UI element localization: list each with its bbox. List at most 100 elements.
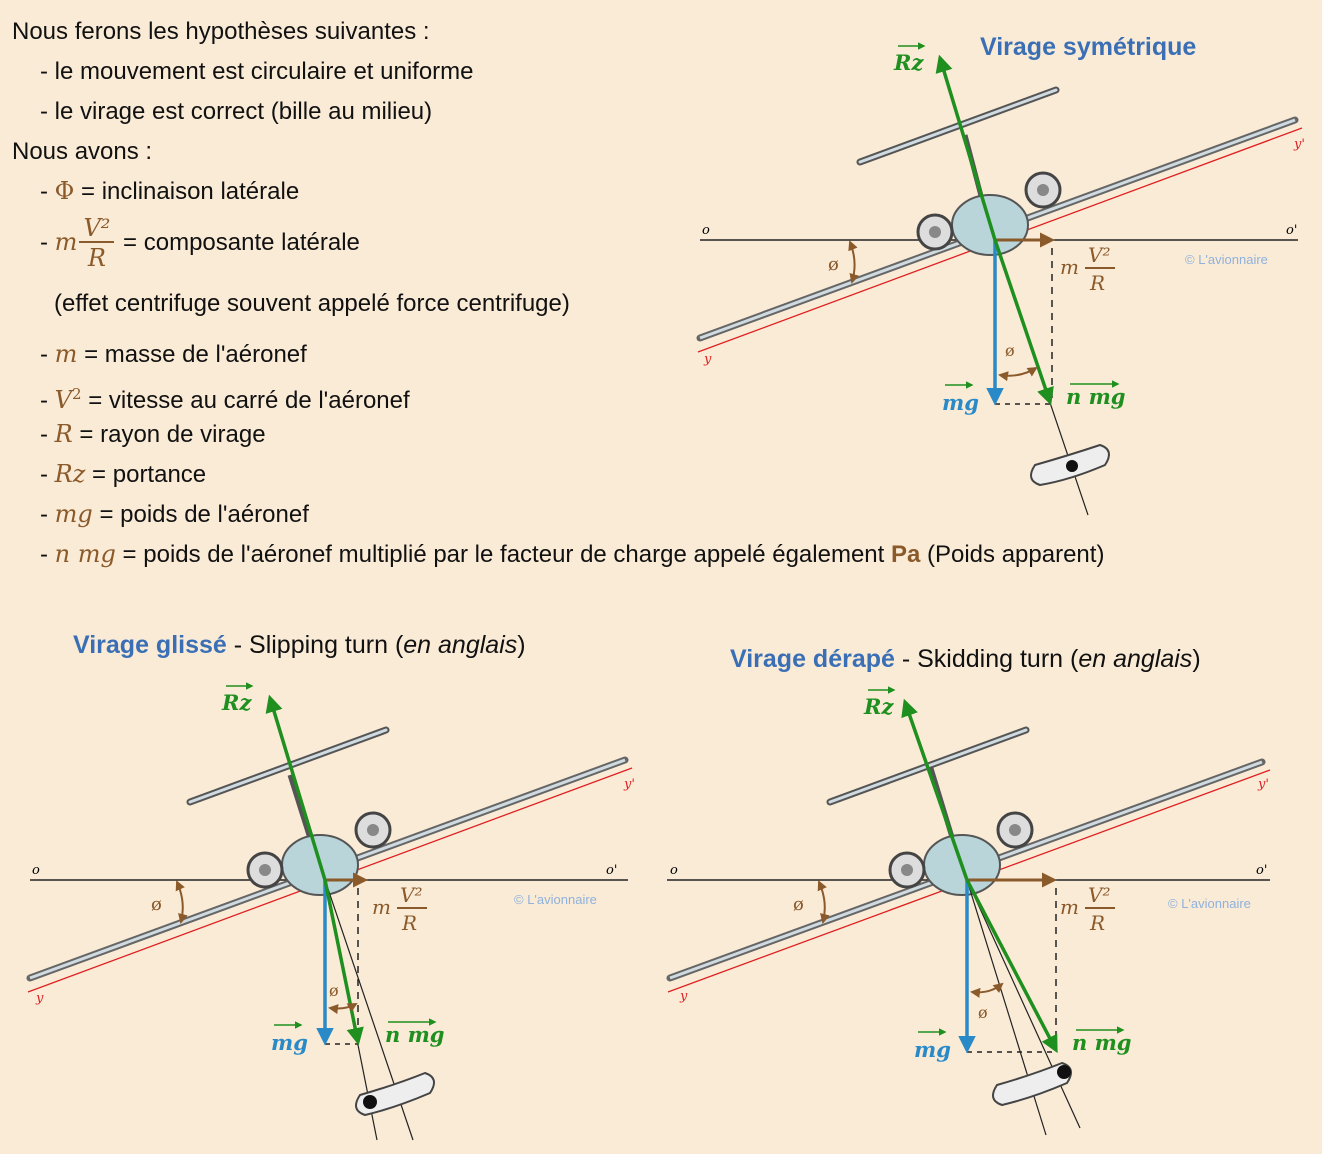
label-n-mg: n mg (1066, 384, 1125, 409)
def-speed: - V2 = vitesse au carré de l'aéronef (40, 380, 410, 415)
title-english: Skidding turn ( (917, 645, 1079, 673)
label-y-prime: y' (1257, 777, 1269, 792)
title-sep: - (226, 631, 250, 659)
intro-line2: Nous avons : (12, 138, 153, 165)
label-rz: Rz (893, 50, 924, 75)
fraction-denominator: R (87, 243, 106, 272)
label-y: y (703, 352, 712, 367)
pa-label: Pa (890, 541, 921, 568)
svg-text:ø: ø (1005, 341, 1015, 360)
label-r: R (1089, 271, 1105, 295)
def-symbol-m: m (54, 228, 78, 256)
def-text: = rayon de virage (72, 421, 266, 448)
rz-arrow (901, 698, 969, 881)
title-slipping-turn: Virage glissé - Slipping turn (en anglai… (73, 631, 526, 659)
phi-angle-arc (848, 240, 860, 284)
label-y-prime: y' (623, 777, 635, 792)
hypothesis-2: - le virage est correct (bille au milieu… (40, 98, 433, 125)
label-o-prime: o' (1256, 863, 1267, 878)
phi-angle-arc (817, 880, 830, 924)
def-text-after: (Poids apparent) (920, 541, 1105, 568)
label-n-mg: n mg (385, 1022, 444, 1047)
label-r: R (1089, 911, 1105, 935)
label-rz: Rz (221, 690, 252, 715)
def-dash: - (40, 541, 55, 568)
intro-line1: Nous ferons les hypothèses suivantes : (12, 18, 430, 45)
turn-indicator-ball (1066, 460, 1078, 472)
def-text: = vitesse au carré de l'aéronef (81, 387, 410, 414)
def-text: = inclinaison latérale (74, 178, 300, 205)
watermark: © L'avionnaire (514, 892, 597, 907)
def-symbol: V (54, 386, 73, 414)
title-english-end: ) (517, 631, 526, 659)
def-note: (effet centrifuge souvent appelé force c… (54, 290, 570, 317)
def-dash: - (40, 421, 55, 448)
rz-arrow (935, 54, 997, 241)
n-mg-arrow (965, 879, 1058, 1054)
label-mg: mg (914, 1037, 951, 1062)
label-n-mg: n mg (1072, 1030, 1131, 1055)
label-m: m (372, 895, 391, 919)
def-dash: - (40, 178, 55, 205)
turn-indicator-ball (1057, 1065, 1071, 1079)
phi-angle-arc (175, 880, 188, 924)
rz-arrow (265, 694, 327, 881)
title-english-italic: en anglais (1078, 645, 1193, 673)
title-english-italic: en anglais (403, 631, 518, 659)
title-sep: - (894, 645, 918, 673)
title-english: Slipping turn ( (249, 631, 404, 659)
def-dash: - (40, 387, 55, 414)
label-o: o (670, 863, 678, 878)
fraction-numerator: V² (79, 215, 115, 243)
def-symbol: Φ (54, 177, 75, 205)
def-weight: - mg = poids de l'aéronef (40, 500, 309, 529)
def-dash: - (40, 461, 55, 488)
turn-indicator-tube (355, 1071, 435, 1117)
def-text: = portance (85, 461, 207, 488)
label-o-prime: o' (1286, 223, 1297, 238)
def-mass: - m = masse de l'aéronef (40, 340, 307, 369)
def-superscript: 2 (72, 385, 82, 403)
svg-text:ø: ø (978, 1003, 988, 1022)
def-dash: - (40, 341, 55, 368)
title-main: Virage dérapé (730, 645, 895, 673)
turn-indicator-ball (363, 1095, 377, 1109)
def-text: = masse de l'aéronef (77, 341, 307, 368)
turn-indicator-tube (992, 1061, 1072, 1107)
title-skidding-turn: Virage dérapé - Skidding turn (en anglai… (730, 645, 1201, 673)
def-phi: - Φ = inclinaison latérale (40, 177, 299, 206)
def-lift: - Rz = portance (40, 460, 206, 489)
def-symbol: m (54, 340, 78, 368)
def-dash: - (40, 501, 55, 528)
title-symmetric-turn: Virage symétrique (980, 33, 1197, 61)
def-apparent-weight: - n mg = poids de l'aéronef multiplié pa… (40, 540, 1104, 569)
label-m: m (1060, 255, 1079, 279)
label-y: y (679, 989, 688, 1004)
watermark: © L'avionnaire (1168, 896, 1251, 911)
def-symbol: n mg (54, 540, 116, 568)
def-symbol: R (54, 420, 73, 448)
label-o: o (32, 863, 40, 878)
def-text: = composante latérale (116, 229, 360, 256)
def-text: = poids de l'aéronef multiplié par le fa… (115, 541, 891, 568)
def-dash: - (40, 229, 55, 256)
label-v2: V² (1088, 243, 1110, 267)
def-radius: - R = rayon de virage (40, 420, 266, 449)
def-symbol: mg (54, 500, 93, 528)
label-phi: ø (793, 894, 804, 915)
label-o: o (702, 223, 710, 238)
label-phi: ø (151, 894, 162, 915)
diagram-symmetric-turn: o o' y y' ø m V² R Rz ø mg n mg © L'avio… (696, 42, 1305, 516)
label-m: m (1060, 895, 1079, 919)
label-o-prime: o' (606, 863, 617, 878)
label-r: R (401, 911, 417, 935)
label-y: y (35, 991, 44, 1006)
diagram-slipping-turn: o o' y y' ø m V² R Rz ø mg n mg © L'avio… (26, 682, 635, 1141)
label-mg: mg (271, 1030, 308, 1055)
def-text: = poids de l'aéronef (92, 501, 309, 528)
diagram-skidding-turn: o o' y y' ø m V² R Rz ø mg n mg © L'avio… (666, 686, 1271, 1136)
title-english-end: ) (1192, 645, 1201, 673)
label-v2: V² (1088, 883, 1110, 907)
